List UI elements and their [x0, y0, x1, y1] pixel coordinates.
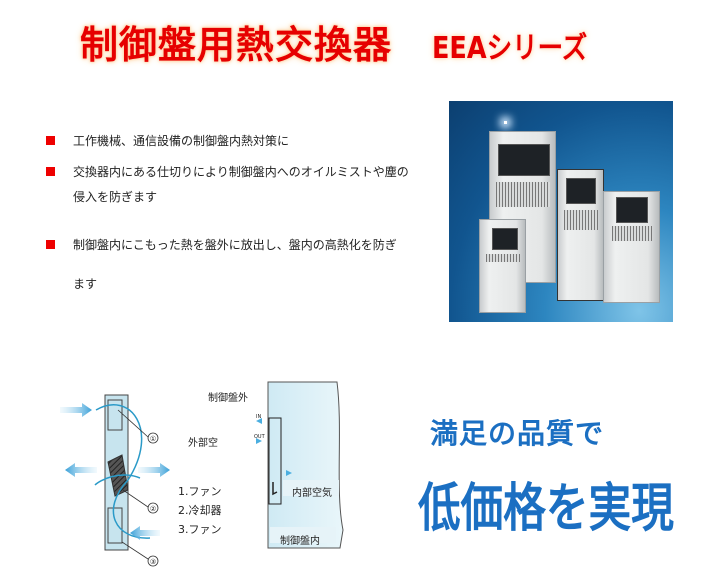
- label-outside-panel: 制御盤外: [208, 393, 248, 404]
- bullet-square-icon: [46, 136, 55, 145]
- slogan-line-1: 満足の品質で: [430, 417, 605, 450]
- fan-icon: [566, 178, 596, 204]
- airflow-diagram-svg: ① ② ③: [60, 381, 344, 567]
- title-series: EEAシリーズ: [432, 31, 588, 66]
- fan-icon: [492, 228, 518, 250]
- label-in: IN: [256, 414, 262, 420]
- label-inside-panel: 制御盤内: [280, 536, 320, 547]
- label-outside-air: 外部空: [188, 438, 218, 449]
- diagram-legend: 1.ファン 2.冷却器 3.ファン: [178, 482, 222, 539]
- tall-unit: [557, 169, 604, 301]
- legend-item: 2.冷却器: [178, 504, 222, 517]
- fan-icon: [616, 197, 648, 223]
- title-main: 制御盤用熱交換器: [80, 23, 393, 67]
- fan-icon: [498, 144, 550, 176]
- svg-text:②: ②: [150, 505, 156, 513]
- slogan-line-2: 低価格を実現: [418, 479, 674, 539]
- product-photo: [449, 101, 673, 322]
- small-unit: [479, 219, 526, 313]
- svg-text:①: ①: [150, 435, 156, 443]
- label-inside-air: 内部空気: [292, 488, 332, 499]
- legend-item: 3.ファン: [178, 523, 222, 536]
- page-title: 制御盤用熱交換器 EEAシリーズ: [80, 14, 680, 70]
- bullet-square-icon: [46, 167, 55, 176]
- right-unit: [603, 191, 660, 303]
- legend-item: 1.ファン: [178, 485, 222, 498]
- label-out: OUT: [254, 434, 265, 440]
- svg-text:③: ③: [150, 558, 156, 566]
- bullet-square-icon: [46, 240, 55, 249]
